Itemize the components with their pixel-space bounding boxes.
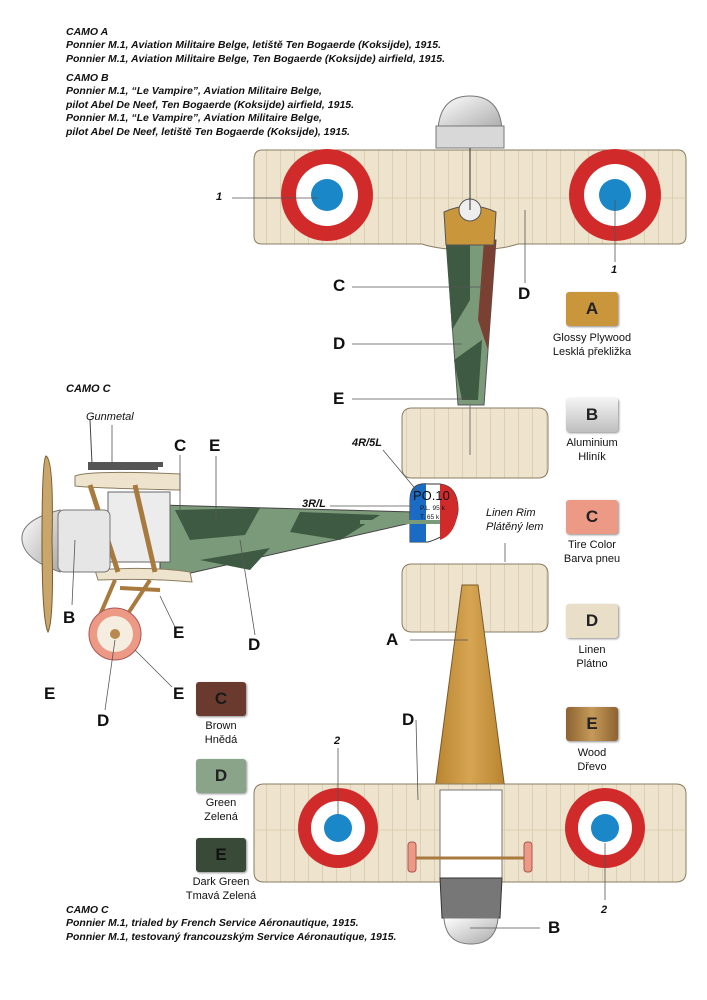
callout-side-e-wheel: E <box>173 684 185 703</box>
swatch-c: C <box>566 500 618 534</box>
camo-c-side-title: CAMO C <box>66 383 111 395</box>
callout-top-e: E <box>333 389 345 408</box>
camo-b-line-2: pilot Abel De Neef, Ten Bogaerde (Koksij… <box>66 98 355 111</box>
camo-b-line-4: pilot Abel De Neef, letiště Ten Bogaerde… <box>66 125 350 138</box>
leader-lines <box>71 197 616 929</box>
callout-top-d-wing: D <box>518 284 531 303</box>
callout-bottom-a: A <box>386 630 399 649</box>
camo-a-line-en: Ponnier M.1, Aviation Militaire Belge, T… <box>66 52 446 65</box>
swatch-e-label-en: Wood <box>577 747 607 759</box>
camo-b-caption: CAMO B Ponnier M.1, “Le Vampire”, Aviati… <box>66 72 354 139</box>
side-propeller <box>41 455 53 634</box>
swatch-d-label-cz: Plátno <box>576 658 608 670</box>
top-tailplane-upper <box>401 407 549 479</box>
bottom-roundel-left <box>298 788 378 868</box>
callout-bottom-d: D <box>402 710 415 729</box>
rudder-data-1: P.L. 95 k <box>420 505 445 512</box>
swatch-a: A <box>566 292 618 326</box>
callout-side-e-mid: E <box>173 623 185 642</box>
swatch-c-label-cz: Barva pneu <box>563 553 621 565</box>
camo-c-line-en: Ponnier M.1, trialed by French Service A… <box>66 917 359 930</box>
top-view <box>253 95 687 479</box>
camo-b-line-1: Ponnier M.1, “Le Vampire”, Aviation Mili… <box>66 85 322 98</box>
bottom-spinner <box>443 917 499 945</box>
top-roundel-left <box>281 149 373 241</box>
side-wheel <box>88 607 142 661</box>
linen-rim-cz: Plátěný lem <box>486 521 544 533</box>
bottom-view <box>253 563 687 945</box>
camo-a-line-cz: Ponnier M.1, Aviation Militaire Belge, l… <box>66 39 441 52</box>
top-spinner <box>437 95 503 131</box>
swatch-green: D <box>196 759 246 793</box>
callout-side-e-prop: E <box>44 684 56 703</box>
swatch-d-label-en: Linen <box>578 644 606 656</box>
marker-2-right: 2 <box>601 904 608 916</box>
swatch-b: B <box>566 398 618 432</box>
callout-side-e-top: E <box>209 436 221 455</box>
stencil-4r5l: 4R/5L <box>352 437 382 449</box>
camo-c-title: CAMO C <box>66 904 109 916</box>
swatch-b-label-cz: Hliník <box>578 451 606 463</box>
camo-b-title: CAMO B <box>66 72 109 84</box>
swatch-e: E <box>566 707 618 741</box>
marker-1-right: 1 <box>611 264 618 276</box>
rudder-data-2: T. 65 k <box>420 514 440 521</box>
swatch-c-label-en: Tire Color <box>568 539 616 551</box>
top-roundel-right <box>569 149 661 241</box>
callout-top-d-fuselage: D <box>333 334 346 353</box>
callout-side-c: C <box>174 436 187 455</box>
callout-side-d-wheel: D <box>97 711 110 730</box>
swatch-a-label-cz: Lesklá překližka <box>552 346 632 358</box>
swatch-brown-label-en: Brown <box>205 720 237 732</box>
bottom-roundel-right <box>565 788 645 868</box>
swatch-green-label-en: Green <box>205 797 237 809</box>
camo-b-line-3: Ponnier M.1, “Le Vampire”, Aviation Mili… <box>66 112 322 125</box>
swatch-b-label-en: Aluminium <box>566 437 618 449</box>
swatch-e-label-cz: Dřevo <box>577 761 607 773</box>
callout-side-b: B <box>63 608 76 627</box>
side-view <box>21 419 459 661</box>
swatch-green-label-cz: Zelená <box>204 811 238 823</box>
camo-c-line-cz: Ponnier M.1, testovaný francouzským Serv… <box>66 930 397 943</box>
rudder-serial: PO.10 <box>413 488 450 503</box>
swatch-dark-green-label-cz: Tmavá Zelená <box>185 890 257 902</box>
swatch-d: D <box>566 604 618 638</box>
callout-top-c: C <box>333 276 346 295</box>
gunmetal-label: Gunmetal <box>86 411 134 423</box>
linen-rim-en: Linen Rim <box>486 507 536 519</box>
camo-a-caption: CAMO A Ponnier M.1, Aviation Militaire B… <box>66 26 445 66</box>
stencil-3rl: 3R/L <box>302 498 326 510</box>
side-spinner <box>21 509 61 573</box>
callout-bottom-b: B <box>548 918 561 937</box>
marker-1-left: 1 <box>216 191 223 203</box>
callout-side-d: D <box>248 635 261 654</box>
marker-2-left: 2 <box>334 735 341 747</box>
camo-a-title: CAMO A <box>66 26 109 38</box>
swatch-dark-green-label-en: Dark Green <box>192 876 250 888</box>
swatch-dark-green: E <box>196 838 246 872</box>
swatch-brown: C <box>196 682 246 716</box>
swatch-brown-label-cz: Hnědá <box>204 734 238 746</box>
swatch-a-label-en: Glossy Plywood <box>552 332 632 344</box>
camo-c-caption: CAMO C Ponnier M.1, trialed by French Se… <box>66 904 396 944</box>
